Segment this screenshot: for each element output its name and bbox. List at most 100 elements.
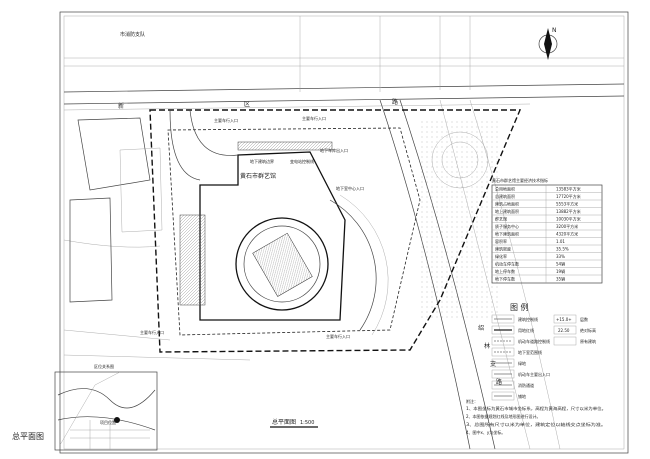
roundabout-landscape <box>431 131 489 189</box>
legend-label: 层数 <box>580 316 588 322</box>
legend-label: 建筑控制线 <box>518 316 538 322</box>
table-cell-label: 容积率 <box>495 238 507 244</box>
table-cell-label: 机动车停车数 <box>495 261 519 267</box>
driveway-left <box>169 109 201 181</box>
table-cell-label: 群艺馆 <box>495 216 507 222</box>
table-title: 黄石市群艺馆主要经济技术指标 <box>492 177 548 183</box>
site-location-label: 项目位置 <box>100 419 116 425</box>
entrance-label: 地下室中心入口 <box>336 185 364 191</box>
location-map-title: 区位关系图 <box>94 363 114 369</box>
legend: 图 例 建筑控制线用地红线机动车道路控制线地下室范围线绿地机动车主要出入口消防通… <box>491 302 596 401</box>
building-name: 黄石市群艺馆 <box>240 172 276 180</box>
entrance-label: 主要车行入口 <box>326 333 350 339</box>
legend-label: 机动车主要出入口 <box>518 371 550 377</box>
road-label: 新 <box>118 102 124 110</box>
table-cell-value: 35辆 <box>556 276 565 282</box>
table-cell-label: 建筑密度 <box>495 246 511 252</box>
north-arrow-icon: N <box>538 27 558 60</box>
table-cell-value: 3200平方米 <box>556 223 578 229</box>
table-cell-label: 地下停车数 <box>495 276 515 282</box>
legend-label: 绝对标高 <box>580 327 596 333</box>
legend-label: 地下室范围线 <box>518 349 542 355</box>
legend-label: 绿地 <box>518 360 526 366</box>
arc-path-outer <box>339 194 389 336</box>
green-area <box>420 120 500 320</box>
roundabout-inner <box>441 141 479 179</box>
table-cell-value: 13583平方米 <box>556 186 581 192</box>
road-label: 林 <box>484 342 490 350</box>
table-cell-label: 质子服务中心 <box>495 223 519 229</box>
legend-label: 用地红线 <box>518 327 534 333</box>
entrance-label: 主要车行入口 <box>302 115 326 121</box>
entrance-label: 地下建筑边界 <box>250 158 274 164</box>
table-cell-value: 54辆 <box>556 261 565 267</box>
table-cell-value: 33% <box>556 254 565 259</box>
table-cell-label: 地上停车数 <box>495 268 515 274</box>
legend-label: 消防通道 <box>518 382 534 388</box>
notes: 附注： 1、本图坐标为黄石市城市坐标系，高程为黄海高程，尺寸以米为单位。 2、本… <box>466 398 606 435</box>
legend-swatch <box>491 369 515 379</box>
table-cell-value: 35.5% <box>556 247 569 252</box>
road-label: 绍 <box>478 324 484 332</box>
theater-inner <box>243 225 321 303</box>
table-cell-label: 总用地面积 <box>495 186 515 192</box>
legend-swatch <box>491 336 515 346</box>
sheet-frame <box>59 11 629 454</box>
entrance-label: 主要车行入口 <box>214 117 238 123</box>
location-map: 区位关系图 项目位置 <box>54 363 158 451</box>
table-cell-value: 1.01 <box>556 239 565 244</box>
legend-swatch <box>491 358 515 368</box>
table-cell-value: 19辆 <box>556 268 565 274</box>
legend-symbol: +15.0+ <box>556 317 572 322</box>
road-label: 支 <box>490 360 496 368</box>
stage-block <box>252 232 313 297</box>
top-left-label: 市消防支队 <box>120 31 145 38</box>
building-outline <box>199 151 346 321</box>
note-item: 2、本图依据规划红线及地形图进行设计。 <box>466 413 541 419</box>
north-label: N <box>552 27 557 34</box>
driveway-inner <box>189 109 239 156</box>
road-label: 区 <box>244 101 250 108</box>
legend-label: 铺地 <box>518 393 526 399</box>
building-wing-hatch <box>179 214 206 306</box>
table-cell-label: 地上建筑面积 <box>495 208 519 214</box>
table-cell-value: 4320平方米 <box>556 231 578 237</box>
table-cell-label: 绿化率 <box>495 253 507 259</box>
legend-swatch <box>491 391 515 401</box>
table-cell-value: 10030平方米 <box>556 216 581 222</box>
table-cell-value: 17720平方米 <box>556 193 581 199</box>
legend-swatch <box>491 314 515 324</box>
plan-scale: 1:500 <box>300 420 314 426</box>
note-item: 1、本图坐标为黄石市城市坐标系，高程为黄海高程，尺寸以米为单位。 <box>466 405 606 411</box>
table-cell-value: 13882平方米 <box>556 208 581 214</box>
table-cell-label: 总建筑面积 <box>495 193 515 199</box>
road-label: 路 <box>392 98 398 106</box>
inner-frame <box>63 15 625 450</box>
existing-buildings <box>69 117 163 303</box>
site-red-line <box>149 109 522 353</box>
table-cell-label: 地下建筑面积 <box>495 231 519 237</box>
entrance-label: 主要车行入口 <box>140 329 164 335</box>
legend-swatch <box>491 380 515 390</box>
legend-label: 原有建筑 <box>580 338 596 344</box>
legend-symbol: 22.50 <box>558 328 570 333</box>
basement-hatch <box>237 141 333 151</box>
legend-swatch <box>491 325 515 335</box>
arc-path <box>329 199 377 331</box>
notes-title: 附注： <box>466 398 478 404</box>
legend-title: 图 例 <box>510 302 529 312</box>
legend-swatch <box>491 347 515 357</box>
note-item: 3、总图所有尺寸以米为单位，建筑定位以轴线交点坐标为准。 <box>466 421 606 427</box>
table-cell-value: 5553平方米 <box>556 201 578 207</box>
legend-label: 机动车道路控制线 <box>518 338 550 344</box>
sheet-label: 总平面图 <box>12 431 44 441</box>
entrance-label: 地下车库出入口 <box>320 147 348 153</box>
road-label: 路 <box>496 378 502 386</box>
table-cell-label: 建筑占地面积 <box>495 201 519 207</box>
plan-title: 总平面图 <box>272 418 296 426</box>
theater-circle <box>235 217 329 311</box>
entrance-label: 变电站控制线 <box>290 158 314 164</box>
note-item: 4、图中x、y为坐标。 <box>466 429 505 435</box>
